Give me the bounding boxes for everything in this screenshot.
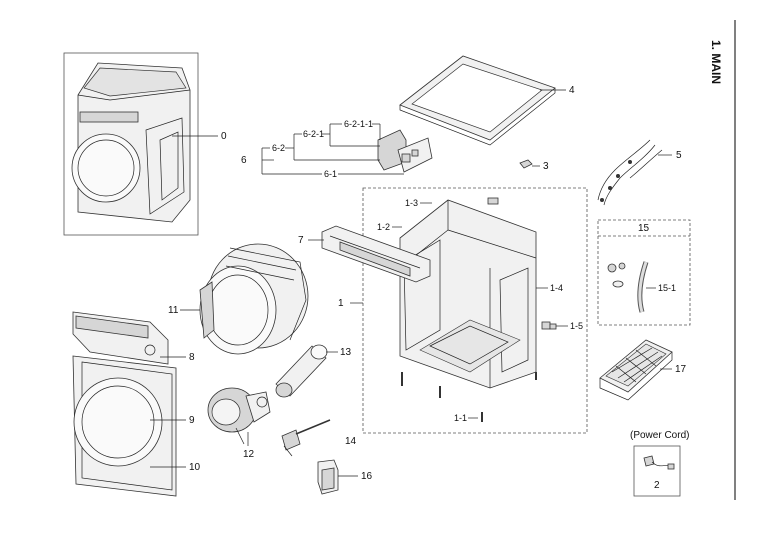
callout-1-3: 1-3 [405,198,418,208]
part-14-sensor [281,419,331,457]
callout-9: 9 [189,415,195,426]
part-2-power-cord [643,455,675,470]
callout-3: 3 [543,161,549,172]
part-4-top-cover [399,55,556,146]
callout-14: 14 [345,436,357,447]
power-cord-caption: (Power Cord) [630,430,689,441]
callout-6: 6 [241,155,247,166]
callout-11: 11 [168,305,179,316]
part-7-panel-bracket [321,225,431,283]
callout-6-2-1: 6-2-1 [303,129,324,139]
callout-1-1: 1-1 [454,413,467,423]
callout-1-4: 1-4 [550,283,563,293]
part-15-hose [607,261,649,313]
callout-17: 17 [675,364,687,375]
callout-6-1: 6-1 [324,169,337,179]
callout-16: 16 [361,471,373,482]
part-3-clip [519,159,533,169]
callout-15: 15 [638,223,650,234]
callout-12: 12 [243,449,255,460]
part-16-bracket [317,459,339,495]
part-6-bracket-assembly [377,129,433,173]
callout-13: 13 [340,347,352,358]
callout-7: 7 [298,235,304,246]
part-0-dryer-assembly [63,52,199,236]
part-17-drying-rack [599,339,673,401]
part-13-exhaust-duct [275,344,328,398]
part-2-box [633,445,681,497]
part-12-fan-motor [207,387,271,445]
callout-10: 10 [189,462,201,473]
part-8-control-panel [72,311,169,365]
part-15-box [597,219,691,326]
callout-1-2: 1-2 [377,222,390,232]
part-1-cabinet-box [362,187,588,434]
callout-15-1: 15-1 [658,283,676,293]
callout-4: 4 [569,85,575,96]
part-9-door [73,377,163,467]
callout-1-5: 1-5 [570,321,583,331]
callout-1: 1 [338,298,344,309]
callout-2: 2 [654,480,660,491]
callout-6-2: 6-2 [272,143,285,153]
callout-0: 0 [221,131,227,142]
part-11-drum [199,243,309,355]
part-1-cabinet [399,197,557,422]
callout-5: 5 [676,150,682,161]
part-5-wire-harness [597,139,663,206]
callout-6-2-1-1: 6-2-1-1 [344,119,373,129]
callout-8: 8 [189,352,195,363]
